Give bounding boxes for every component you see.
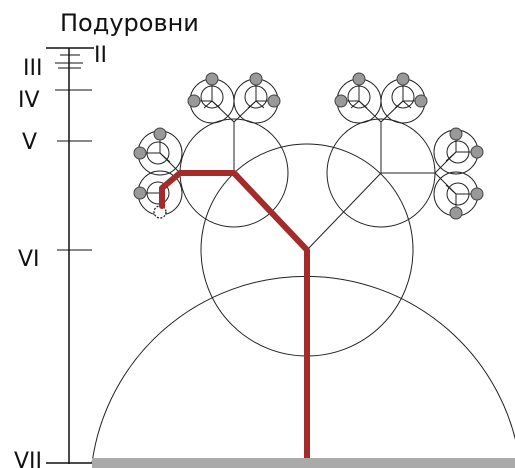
scale-label-ii: II <box>94 43 107 68</box>
highlighted-path <box>159 170 310 466</box>
leaf-node <box>133 186 147 200</box>
leaf-node <box>249 72 263 86</box>
branch-line <box>402 100 412 109</box>
leaf-nodes <box>133 72 484 220</box>
level-scale <box>46 47 94 464</box>
leaf-node <box>352 72 366 86</box>
leaf-node <box>205 72 219 86</box>
leaf-node <box>449 127 463 141</box>
branch-line <box>445 184 457 195</box>
scale-label-vii: VII <box>14 449 42 468</box>
branch-line <box>203 100 213 109</box>
scale-label-iv: IV <box>18 88 40 113</box>
branch-line <box>255 100 265 109</box>
leaf-node <box>470 145 484 159</box>
target-node <box>153 205 167 219</box>
diagram-title: Подуровни <box>60 9 199 37</box>
branch-line <box>445 151 457 162</box>
scale-label-vi: VI <box>18 247 40 272</box>
scale-label-v: V <box>22 130 37 155</box>
leaf-node <box>267 94 281 108</box>
branch-line <box>394 100 404 109</box>
leaf-node <box>470 187 484 201</box>
branch-line <box>358 100 368 109</box>
branch-line <box>159 152 171 163</box>
leaf-node <box>153 127 167 141</box>
leaf-node <box>133 146 147 160</box>
leaf-node <box>334 94 348 108</box>
leaf-node <box>449 206 463 220</box>
branch-line <box>350 100 360 109</box>
level-vii-circle <box>91 275 515 464</box>
branch-line <box>211 100 221 109</box>
leaf-node <box>187 94 201 108</box>
branch-line <box>247 100 257 109</box>
ground-bar <box>92 458 515 468</box>
leaf-node <box>414 94 428 108</box>
leaf-node <box>396 72 410 86</box>
scale-label-iii: III <box>23 56 42 81</box>
branch-vi-right <box>306 172 382 251</box>
